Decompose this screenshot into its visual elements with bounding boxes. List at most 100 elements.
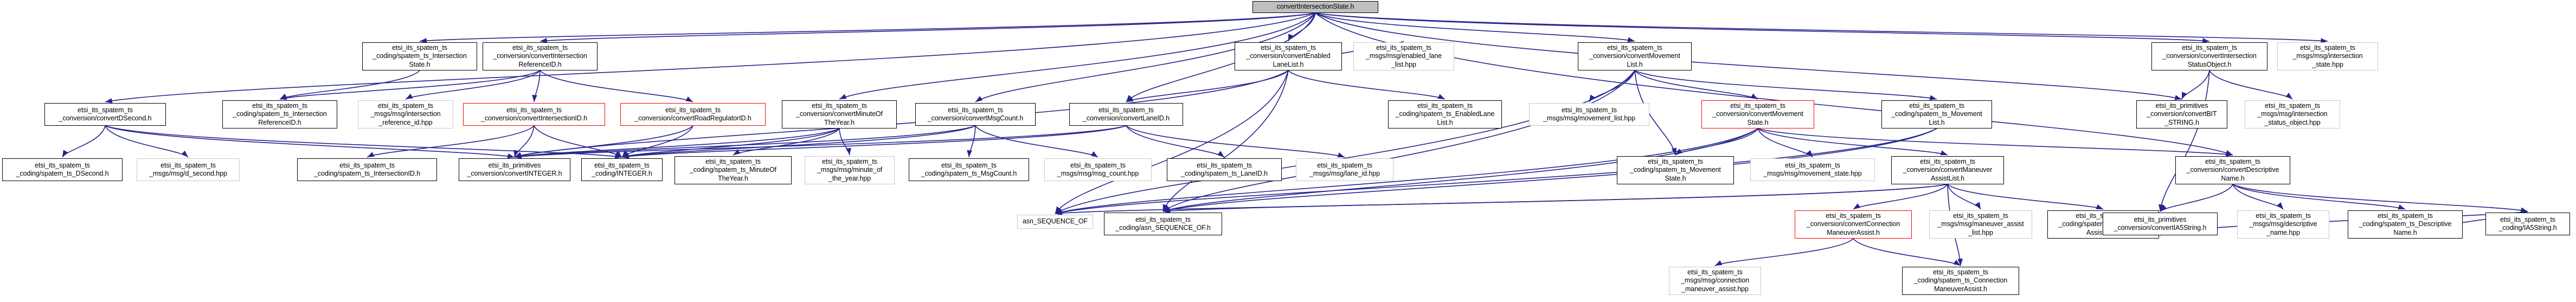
graph-edge (967, 125, 976, 158)
graph-node-label: asn_SEQUENCE_OF (1022, 217, 1088, 226)
graph-node-label: etsi_its_spatem_ts _coding/spatem_ts_Mov… (1891, 102, 1982, 126)
graph-edge (2159, 70, 2210, 212)
graph-node[interactable]: etsi_its_spatem_ts _conversion/convertIn… (483, 42, 598, 70)
graph-edge (1162, 184, 1948, 214)
graph-node[interactable]: etsi_its_spatem_ts _msgs/msg/descriptive… (2237, 210, 2329, 239)
graph-node[interactable]: etsi_its_spatem_ts _coding/spatem_ts_Mov… (1881, 100, 1992, 128)
graph-edge (1947, 184, 1981, 210)
graph-node-label: etsi_its_spatem_ts _msgs/msg/movement_st… (1763, 161, 1862, 177)
graph-node[interactable]: etsi_its_spatem_ts _coding/spatem_ts_Des… (2348, 210, 2463, 239)
graph-node[interactable]: etsi_its_spatem_ts _coding/spatem_ts_DSe… (2, 158, 123, 181)
graph-node[interactable]: etsi_its_spatem_ts _msgs/msg/intersectio… (2277, 42, 2378, 70)
graph-node[interactable]: etsi_its_spatem_ts _msgs/msg/lane_id.hpp (1296, 158, 1393, 181)
graph-node[interactable]: etsi_its_spatem_ts _msgs/msg/movement_li… (1529, 103, 1649, 126)
graph-edge (1757, 128, 2233, 157)
graph-node[interactable]: etsi_its_spatem_ts _conversion/convertDS… (44, 103, 166, 126)
graph-node-label: etsi_its_spatem_ts _coding/spatem_ts_Min… (690, 158, 776, 182)
graph-node[interactable]: etsi_its_spatem_ts _coding/spatem_ts_Min… (674, 156, 792, 184)
graph-node[interactable]: etsi_its_spatem_ts _conversion/convertEn… (1235, 42, 1342, 70)
graph-edge (2209, 70, 2293, 100)
graph-node-label: etsi_its_spatem_ts _coding/spatem_ts_Ena… (1395, 102, 1495, 126)
graph-edge (513, 125, 535, 158)
graph-edge (405, 70, 541, 100)
graph-node[interactable]: etsi_its_spatem_ts _conversion/convertLa… (1069, 103, 1183, 126)
graph-node[interactable]: etsi_its_spatem_ts _coding/asn_SEQUENCE_… (1104, 213, 1222, 235)
graph-node[interactable]: etsi_its_spatem_ts _coding/spatem_ts_Msg… (909, 158, 1029, 181)
graph-node[interactable]: etsi_its_spatem_ts _coding/spatem_ts_Lan… (1167, 158, 1282, 181)
graph-node[interactable]: etsi_its_spatem_ts _msgs/msg/enabled_lan… (1353, 42, 1454, 70)
graph-edge (1853, 184, 1948, 210)
graph-node[interactable]: etsi_its_spatem_ts _msgs/msg/minute_of _… (805, 156, 895, 184)
graph-node[interactable]: etsi_its_spatem_ts _msgs/msg/intersectio… (358, 100, 453, 128)
graph-node[interactable]: etsi_its_spatem_ts _msgs/msg/d_second.hp… (137, 158, 240, 181)
graph-node[interactable]: etsi_its_spatem_ts _coding/INTEGER.h (581, 158, 663, 181)
graph-node-label: etsi_its_spatem_ts _msgs/msg/minute_of _… (817, 158, 883, 182)
graph-node[interactable]: etsi_its_primitives _conversion/convertB… (2136, 100, 2227, 128)
graph-node[interactable]: etsi_its_spatem_ts _coding/spatem_ts_Int… (362, 42, 477, 70)
graph-node-label: convertIntersectionState.h (1276, 3, 1354, 11)
graph-node-label: etsi_its_spatem_ts _msgs/msg/lane_id.hpp (1309, 161, 1380, 177)
graph-node[interactable]: etsi_its_spatem_ts _conversion/convertMs… (915, 103, 1036, 126)
graph-node-label: etsi_its_spatem_ts _msgs/msg/intersectio… (2292, 44, 2363, 68)
graph-node-label: etsi_its_spatem_ts _coding/asn_SEQUENCE_… (1115, 215, 1211, 232)
graph-node-label: etsi_its_spatem_ts _msgs/msg/maneuver_as… (1937, 212, 2024, 236)
graph-node[interactable]: etsi_its_spatem_ts _conversion/convertCo… (1795, 210, 1912, 239)
graph-node-label: etsi_its_spatem_ts _msgs/msg/intersectio… (2257, 102, 2328, 126)
graph-node-label: etsi_its_spatem_ts _coding/spatem_ts_DSe… (16, 161, 109, 177)
graph-node-label: etsi_its_spatem_ts _conversion/convertMi… (796, 102, 883, 126)
graph-node[interactable]: etsi_its_spatem_ts _msgs/msg/connection … (1669, 267, 1761, 295)
graph-node-label: etsi_its_spatem_ts _coding/spatem_ts_Msg… (921, 161, 1017, 177)
graph-node-label: etsi_its_spatem_ts _msgs/msg/descriptive… (2249, 212, 2317, 236)
graph-edge (514, 128, 840, 158)
graph-node[interactable]: etsi_its_spatem_ts _conversion/convertMa… (1891, 156, 2004, 184)
graph-node[interactable]: asn_SEQUENCE_OF (1017, 215, 1093, 229)
graph-node[interactable]: etsi_its_spatem_ts _conversion/convertMo… (1578, 42, 1692, 70)
graph-node[interactable]: etsi_its_spatem_ts _msgs/msg/maneuver_as… (1929, 210, 2032, 239)
graph-node-label: etsi_its_spatem_ts _coding/spatem_ts_Des… (2359, 212, 2452, 236)
graph-node[interactable]: etsi_its_spatem_ts _msgs/msg/intersectio… (2245, 100, 2340, 128)
graph-edge (1853, 238, 1961, 266)
graph-node-label: etsi_its_spatem_ts _coding/spatem_ts_Int… (313, 161, 421, 177)
graph-edge (1947, 184, 2104, 210)
graph-edge (733, 128, 840, 156)
graph-node-label: etsi_its_spatem_ts _coding/INTEGER.h (592, 161, 652, 177)
graph-edge (514, 125, 693, 158)
graph-node[interactable]: etsi_its_spatem_ts _conversion/convertIn… (2151, 42, 2267, 70)
graph-node[interactable]: etsi_its_spatem_ts _coding/spatem_ts_Int… (222, 100, 337, 128)
graph-edge (1055, 70, 1289, 214)
graph-node[interactable]: etsi_its_spatem_ts _coding/spatem_ts_Int… (297, 158, 437, 181)
graph-node[interactable]: etsi_its_spatem_ts _conversion/convertRo… (620, 103, 766, 126)
graph-edge (367, 125, 535, 158)
graph-node-label: etsi_its_spatem_ts _coding/spatem_ts_Int… (233, 102, 327, 126)
graph-node-label: etsi_its_spatem_ts _conversion/convertDe… (2186, 158, 2279, 182)
graph-root-node[interactable]: convertIntersectionState.h (1252, 1, 1378, 13)
graph-node[interactable]: etsi_its_primitives _conversion/convertI… (459, 158, 570, 181)
graph-node[interactable]: etsi_its_spatem_ts _coding/IA5String.h (2485, 213, 2570, 235)
graph-edge (514, 125, 976, 159)
graph-node[interactable]: etsi_its_spatem_ts _conversion/convertMo… (1701, 100, 1814, 128)
graph-node[interactable]: etsi_its_spatem_ts _coding/spatem_ts_Con… (1902, 267, 2019, 295)
graph-node[interactable]: etsi_its_spatem_ts _conversion/convertMi… (782, 100, 897, 128)
graph-node[interactable]: etsi_its_spatem_ts _msgs/msg/movement_st… (1750, 158, 1875, 181)
graph-edge (621, 125, 693, 158)
graph-node-label: etsi_its_spatem_ts _conversion/convertEn… (1246, 44, 1331, 68)
graph-edge (1675, 128, 1758, 156)
graph-edge (1757, 128, 1948, 156)
graph-edge (1288, 70, 1446, 100)
graph-edge (1126, 70, 1289, 102)
graph-edge (1055, 184, 1948, 216)
graph-edge (1315, 12, 2233, 156)
graph-node-label: etsi_its_spatem_ts _coding/spatem_ts_Int… (372, 44, 467, 68)
graph-node[interactable]: etsi_its_primitives _conversion/convertI… (2103, 213, 2218, 235)
graph-edge (279, 70, 420, 100)
graph-node[interactable]: etsi_its_spatem_ts _conversion/convertIn… (463, 103, 605, 126)
graph-node[interactable]: etsi_its_spatem_ts _msgs/msg/msg_count.h… (1044, 158, 1152, 181)
graph-edge (2232, 184, 2406, 210)
graph-node[interactable]: etsi_its_spatem_ts _conversion/convertDe… (2175, 156, 2290, 184)
graph-node-label: etsi_its_spatem_ts _msgs/msg/connection … (1681, 268, 1749, 293)
graph-node[interactable]: etsi_its_spatem_ts _coding/spatem_ts_Ena… (1388, 100, 1502, 128)
graph-edge (105, 125, 189, 158)
graph-node-label: etsi_its_spatem_ts _conversion/convertMs… (927, 106, 1024, 122)
graph-node[interactable]: etsi_its_spatem_ts _coding/spatem_ts_Mov… (1617, 156, 1734, 184)
